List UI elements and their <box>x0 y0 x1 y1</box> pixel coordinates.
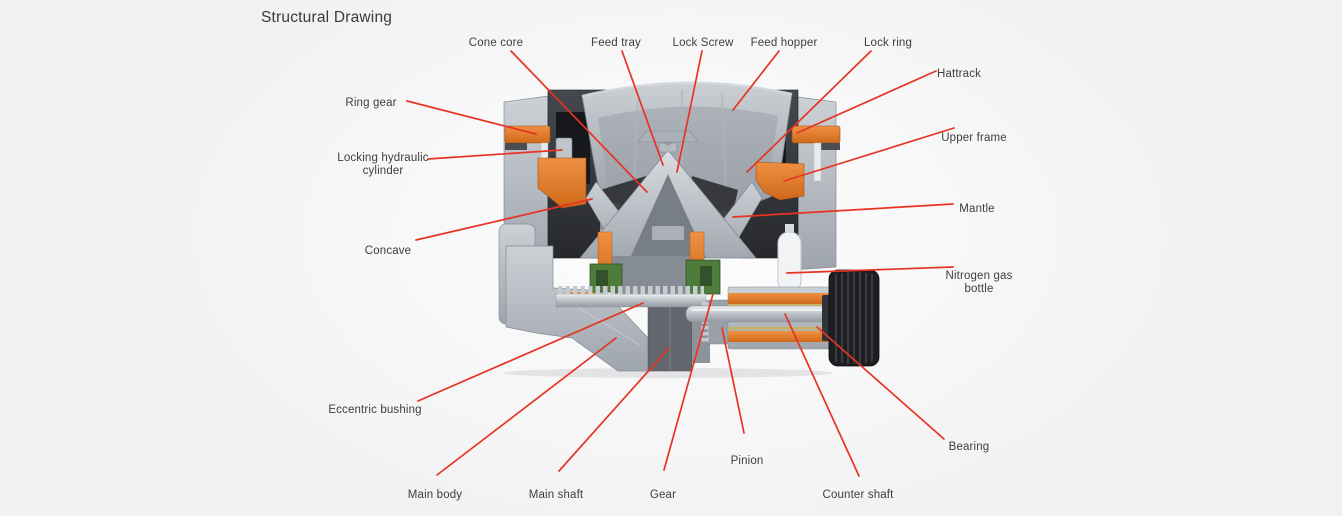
leader-line-lock-screw <box>676 50 703 173</box>
leader-line-eccentric-bushing <box>417 302 644 402</box>
part-upper-frame-wedge <box>755 161 805 201</box>
leader-line-lock-ring <box>746 50 872 173</box>
part-pulley-grooves <box>834 272 874 364</box>
machine-shadow <box>503 368 833 378</box>
leader-line-cone-core <box>510 50 648 193</box>
part-cone-window <box>652 226 684 240</box>
leader-line-nitrogen-gas-bottle <box>786 266 954 274</box>
label-cone-core: Cone core <box>468 37 524 49</box>
part-nitrogen-bottle-neck <box>785 224 794 234</box>
part-bearing-bottom <box>728 331 832 342</box>
machine-illustration <box>498 81 880 378</box>
leader-line-bearing <box>816 326 945 440</box>
label-main-body: Main body <box>407 489 463 501</box>
leader-line-ring-gear <box>406 100 537 135</box>
part-feed-tray <box>637 130 699 143</box>
leader-line-main-body <box>436 337 617 476</box>
part-ring-gear-flange <box>504 125 551 144</box>
label-mantle: Mantle <box>959 203 995 215</box>
leader-line-feed-tray <box>621 50 664 166</box>
part-gear <box>555 293 707 308</box>
part-nitrogen-gas-bottle <box>777 231 802 293</box>
part-bearing-seal-top <box>728 304 832 307</box>
leader-line-mantle <box>732 203 954 218</box>
leader-line-concave <box>415 198 593 241</box>
leader-line-feed-hopper <box>732 50 780 111</box>
label-locking-hydraulic-cylinder: Locking hydraulic cylinder <box>337 152 429 178</box>
label-gear: Gear <box>649 489 677 501</box>
label-hattrack: Hattrack <box>936 68 982 80</box>
label-nitrogen-gas-bottle: Nitrogen gas bottle <box>945 270 1013 296</box>
part-bearing-seal-bottom <box>728 327 832 330</box>
label-feed-hopper: Feed hopper <box>750 37 818 49</box>
leader-line-hattrack <box>796 70 937 134</box>
leader-line-upper-frame <box>783 127 955 182</box>
leader-lines <box>406 50 955 477</box>
label-upper-frame: Upper frame <box>941 132 1007 144</box>
part-left-wedge <box>537 157 587 209</box>
label-eccentric-bushing: Eccentric bushing <box>328 404 422 416</box>
part-right-flange-step <box>818 143 840 150</box>
label-lock-ring: Lock ring <box>863 37 913 49</box>
leader-line-main-shaft <box>558 347 670 472</box>
part-hopper-rim <box>581 81 793 98</box>
page-title: Structural Drawing <box>261 9 393 26</box>
label-counter-shaft: Counter shaft <box>822 489 894 501</box>
leader-line-locking-hydraulic-cylinder <box>427 149 563 160</box>
part-right-bolt <box>813 142 822 182</box>
leader-line-pinion <box>721 327 745 434</box>
leader-line-gear <box>663 293 714 471</box>
part-bearing-top <box>728 293 832 304</box>
label-main-shaft: Main shaft <box>528 489 584 501</box>
leader-line-counter-shaft <box>784 313 860 477</box>
label-bearing: Bearing <box>948 441 990 453</box>
label-pinion: Pinion <box>730 455 764 467</box>
part-green-bushing-left-core <box>596 270 608 286</box>
label-concave: Concave <box>364 245 412 257</box>
label-feed-tray: Feed tray <box>591 37 641 49</box>
part-cone-core <box>630 174 706 258</box>
part-hattrack-flange <box>791 125 841 144</box>
label-ring-gear: Ring gear <box>345 97 397 109</box>
label-lock-screw: Lock Screw <box>672 37 734 49</box>
part-left-flange-step <box>505 143 527 150</box>
part-green-bushing-right-core <box>700 266 712 286</box>
